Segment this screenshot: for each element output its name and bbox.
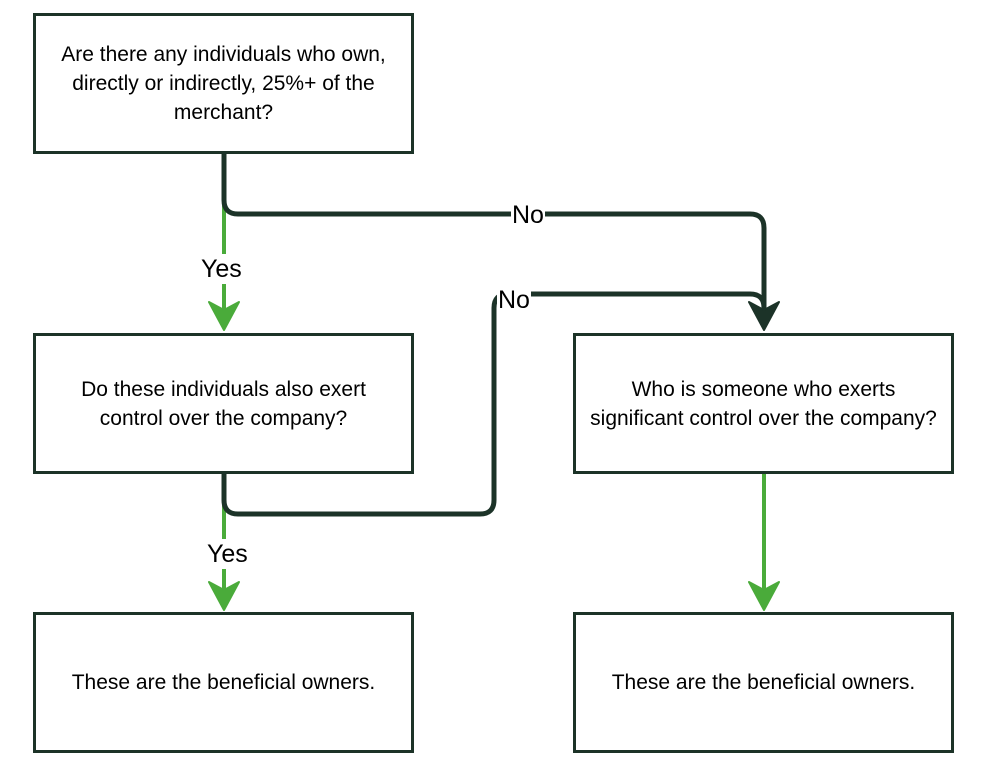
question-control-text: Do these individuals also exert control …	[81, 377, 366, 430]
question-significant-control: Who is someone who exerts significant co…	[573, 333, 954, 474]
edge-q2-yes-arrowhead	[208, 581, 240, 611]
edge-q3-result-arrowhead	[748, 581, 780, 611]
result-beneficial-owners-left-text: These are the beneficial owners.	[71, 671, 376, 694]
edge-q2-no-line	[221, 291, 767, 517]
question-ownership: Are there any individuals who own, direc…	[33, 13, 414, 154]
result-beneficial-owners-right-text: These are the beneficial owners.	[611, 671, 916, 694]
question-control: Do these individuals also exert control …	[33, 333, 414, 474]
edge-no-arrowhead	[748, 301, 780, 331]
result-beneficial-owners-left: These are the beneficial owners.	[33, 612, 414, 753]
edge-label-q1-yes: Yes	[200, 254, 243, 284]
question-ownership-text: Are there any individuals who own, direc…	[61, 43, 386, 124]
question-significant-control-text: Who is someone who exerts significant co…	[590, 377, 937, 430]
edge-label-q1-no: No	[511, 200, 545, 230]
edge-q1-no-line	[221, 154, 767, 312]
edge-label-q2-no: No	[497, 285, 531, 315]
edge-label-q2-yes: Yes	[206, 539, 249, 569]
edge-q1-yes-arrowhead	[208, 301, 240, 331]
result-beneficial-owners-right: These are the beneficial owners.	[573, 612, 954, 753]
